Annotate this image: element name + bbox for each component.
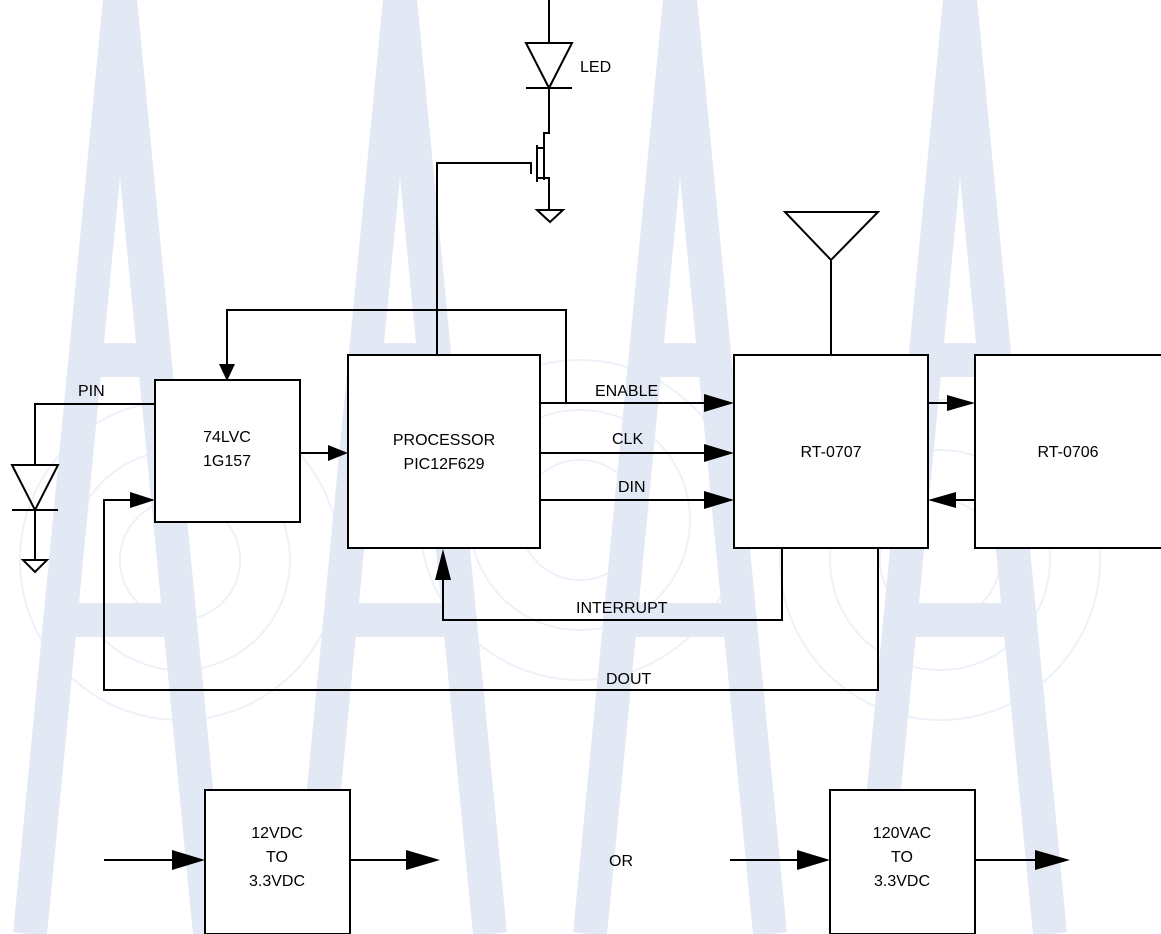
block-rt0707: RT-0707 xyxy=(733,354,929,549)
enable-wire: ENABLE xyxy=(540,383,734,412)
psu120-label-line1: 120VAC xyxy=(873,825,931,842)
pin-diode-icon xyxy=(10,464,60,513)
rt0707-to-rt0706-wire xyxy=(928,395,975,411)
signal-label-dout: DOUT xyxy=(606,671,652,688)
rt0706-label: RT-0706 xyxy=(1037,444,1098,461)
clk-wire: CLK xyxy=(540,431,734,462)
rt0706-to-rt0707-wire xyxy=(928,492,975,508)
block-rt0706: RT-0706 xyxy=(974,354,1161,549)
psu120-label-line3: 3.3VDC xyxy=(874,873,930,890)
signal-label-interrupt: INTERRUPT xyxy=(576,600,668,617)
led-driver: LED xyxy=(436,0,611,355)
psu12-in-wire xyxy=(104,850,205,870)
antenna-icon xyxy=(782,211,881,355)
block-psu-120vac: 120VAC TO 3.3VDC xyxy=(829,789,976,934)
transistor-icon xyxy=(537,147,550,210)
psu120-in-wire xyxy=(730,850,830,870)
signal-label-pin: PIN xyxy=(78,383,105,400)
mux-label-line1: 74LVC xyxy=(203,429,251,446)
din-wire: DIN xyxy=(540,479,734,509)
mux-to-processor-wire xyxy=(300,445,348,461)
processor-to-gate-wire xyxy=(436,162,532,355)
ground-icon-left xyxy=(20,559,50,574)
psu12-out-wire xyxy=(350,850,440,870)
psu12-label-line2: TO xyxy=(266,849,288,866)
pin-wire xyxy=(34,403,155,465)
led-to-transistor-wire xyxy=(543,88,550,148)
enable-feedback-wire xyxy=(219,309,567,403)
led-diode-icon xyxy=(524,42,574,91)
or-text: OR xyxy=(609,853,633,870)
psu12-label-line3: 3.3VDC xyxy=(249,873,305,890)
block-processor: PROCESSOR PIC12F629 xyxy=(347,354,541,549)
dout-wire: DOUT xyxy=(103,492,879,691)
ground-icon-top xyxy=(534,209,566,224)
interrupt-wire: INTERRUPT xyxy=(435,548,783,621)
mux-label-line2: 1G157 xyxy=(203,453,251,470)
processor-label-line2: PIC12F629 xyxy=(404,456,485,473)
signal-label-clk: CLK xyxy=(612,431,643,448)
psu120-label-line2: TO xyxy=(891,849,913,866)
psu12-label-line1: 12VDC xyxy=(251,825,303,842)
block-psu-12vdc: 12VDC TO 3.3VDC xyxy=(204,789,351,934)
block-mux: 74LVC 1G157 xyxy=(154,379,301,523)
rt0707-label: RT-0707 xyxy=(800,444,861,461)
processor-label-line1: PROCESSOR xyxy=(393,432,495,449)
pin-input: PIN xyxy=(10,383,155,574)
signal-label-enable: ENABLE xyxy=(595,383,658,400)
signal-label-din: DIN xyxy=(618,479,646,496)
signal-label-led: LED xyxy=(580,59,611,76)
psu120-out-wire xyxy=(975,850,1070,870)
